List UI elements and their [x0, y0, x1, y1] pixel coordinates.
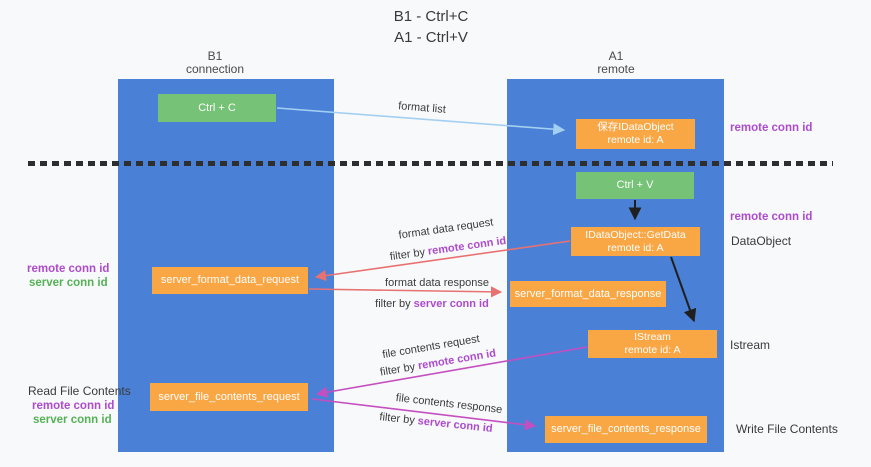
diagram-title: B1 - Ctrl+C A1 - Ctrl+V — [300, 6, 562, 48]
node-server-file-contents-response: server_file_contents_response — [545, 416, 707, 443]
title-line-1: B1 - Ctrl+C — [393, 8, 469, 25]
edge-label-file-contents-response: file contents response — [395, 391, 503, 417]
node-ctrl-v: Ctrl + V — [576, 172, 694, 199]
filter-prefix-4: filter by — [378, 411, 416, 427]
annotation-server-conn-id-left-top: server conn id — [29, 277, 108, 289]
lane-b1-name: B1 — [207, 49, 223, 63]
node-idataobject-getdata-line1: IDataObject::GetData — [585, 228, 686, 241]
node-save-idataobject-line2: remote id: A — [607, 134, 664, 146]
edge-label-format-list: format list — [397, 100, 447, 116]
dashed-separator — [28, 161, 833, 166]
annotation-remote-conn-id-left-bottom: remote conn id — [32, 400, 115, 412]
node-server-file-contents-request-label: server_file_contents_request — [158, 390, 300, 403]
filter-value-remote-1: remote conn id — [427, 234, 507, 258]
node-istream-line1: IStream — [634, 331, 671, 343]
lane-header-a1: A1 remote — [516, 50, 716, 76]
filter-prefix-3: filter by — [379, 360, 417, 379]
title-line-2: A1 - Ctrl+V — [394, 29, 468, 46]
annotation-write-file-contents: Write File Contents — [736, 422, 838, 436]
annotation-read-file-contents: Read File Contents — [28, 384, 131, 398]
annotation-remote-conn-id-right-top: remote conn id — [730, 122, 813, 134]
node-ctrl-v-label: Ctrl + V — [616, 179, 654, 191]
filter-prefix-1: filter by — [389, 246, 426, 264]
lane-b1-subtitle: connection — [185, 62, 245, 76]
arrow-format-data-response — [308, 286, 503, 298]
node-server-format-data-response-label: server_format_data_response — [514, 287, 662, 300]
lane-a1-name: A1 — [608, 49, 624, 63]
node-server-file-contents-request: server_file_contents_request — [150, 383, 308, 411]
node-save-idataobject-line1: 保存IDataObject — [597, 121, 674, 133]
filter-value-server-2: server conn id — [417, 415, 494, 435]
lane-a1-subtitle: remote — [597, 62, 635, 76]
node-server-file-contents-response-label: server_file_contents_response — [551, 423, 701, 435]
annotation-server-conn-id-left-bottom: server conn id — [33, 414, 112, 426]
annotation-remote-conn-id-right-mid: remote conn id — [730, 211, 813, 223]
annotation-istream: Istream — [730, 338, 771, 352]
edge-label-format-data-response: format data response — [385, 277, 489, 289]
node-ctrl-c: Ctrl + C — [158, 94, 276, 122]
node-ctrl-c-label: Ctrl + C — [198, 101, 236, 114]
node-istream-line2: remote id: A — [624, 344, 681, 356]
node-idataobject-getdata-line2: remote id: A — [607, 241, 664, 254]
annotation-dataobject: DataObject — [731, 234, 792, 248]
node-save-idataobject: 保存IDataObject remote id: A — [576, 119, 695, 149]
lane-header-b1: B1 connection — [115, 50, 315, 76]
node-istream: IStream remote id: A — [588, 330, 717, 358]
annotation-remote-conn-id-left-top: remote conn id — [27, 263, 110, 275]
node-idataobject-getdata: IDataObject::GetData remote id: A — [571, 227, 700, 256]
node-server-format-data-response: server_format_data_response — [510, 281, 666, 307]
filter-value-server-1: server conn id — [413, 298, 489, 310]
node-server-format-data-request-label: server_format_data_request — [160, 274, 300, 286]
node-server-format-data-request: server_format_data_request — [152, 267, 308, 294]
filter-prefix-2: filter by — [375, 298, 411, 310]
